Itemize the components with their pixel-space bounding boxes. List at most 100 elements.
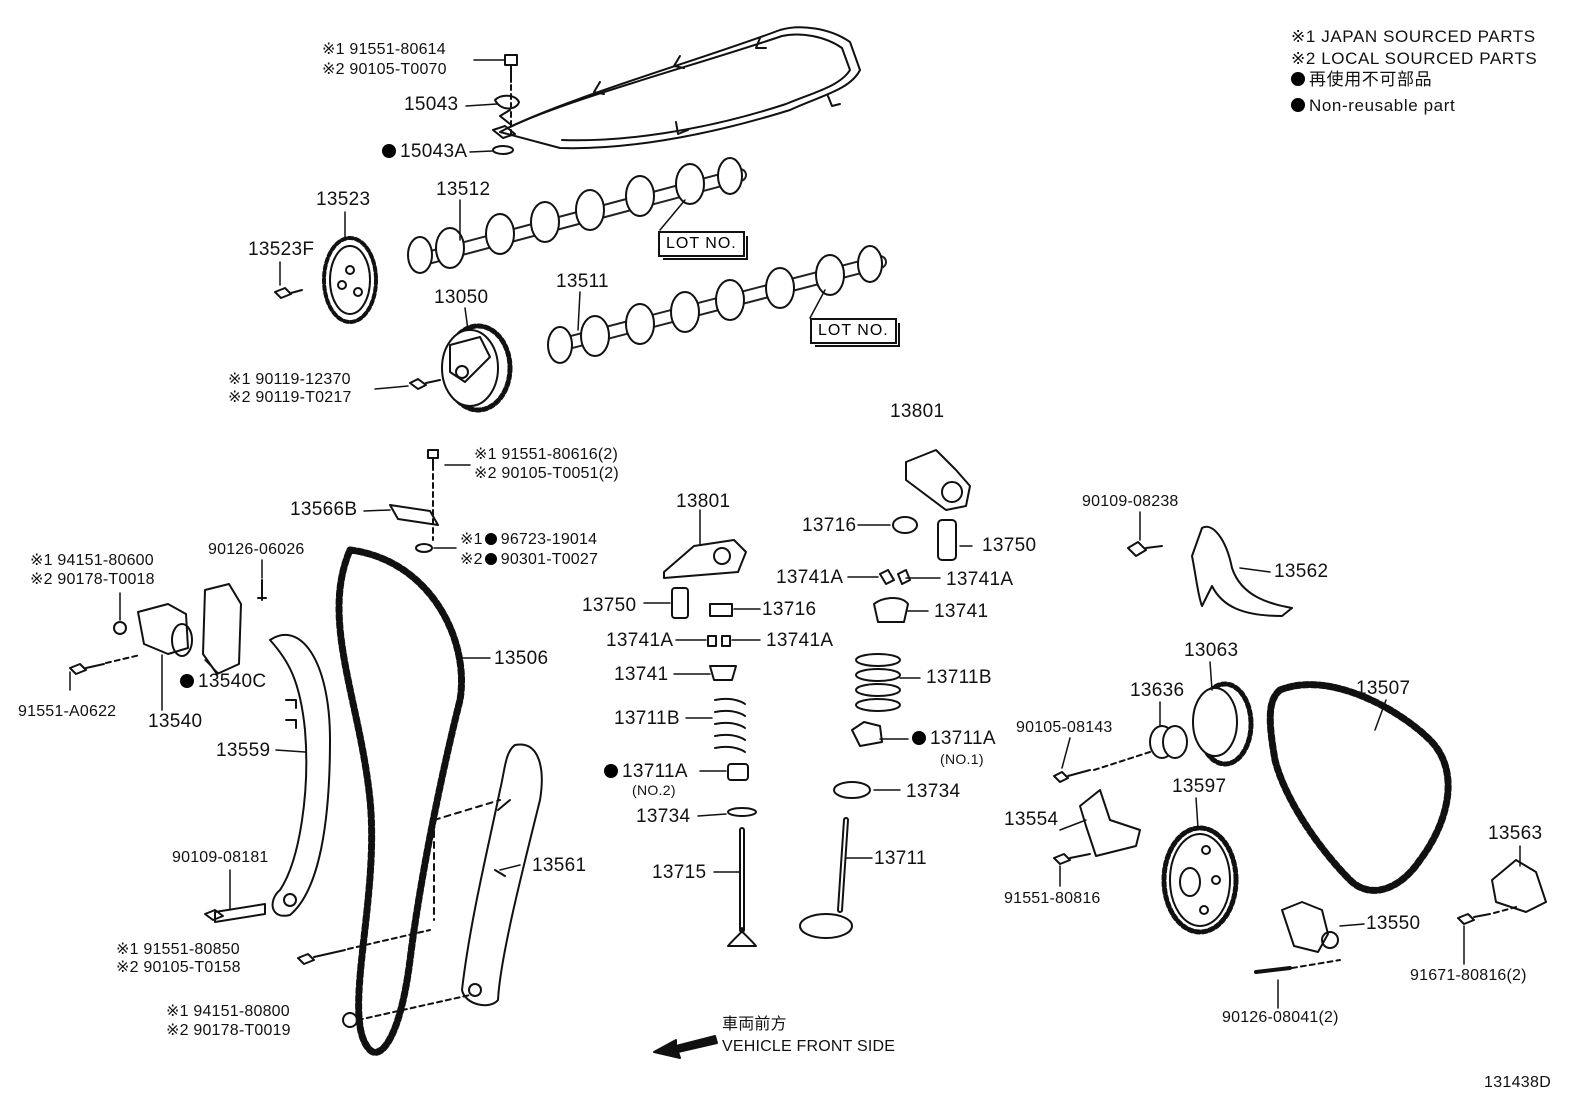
part-13801-left[interactable]: 13801 <box>676 491 731 512</box>
part-13801-right[interactable]: 13801 <box>890 401 945 422</box>
part-13566B[interactable]: 13566B <box>290 499 358 520</box>
part-90109-08181[interactable]: 90109-08181 <box>172 849 269 866</box>
damper-13566B-drawing <box>389 449 439 553</box>
part-96723-19014-label: 96723-19014 <box>500 531 598 548</box>
part-13750-right[interactable]: 13750 <box>982 535 1037 556</box>
part-13507[interactable]: 13507 <box>1356 678 1411 699</box>
part-90301-T0027-prefix: ※2 <box>460 551 483 568</box>
non-reusable-icon <box>912 731 926 745</box>
part-90105-T0070[interactable]: ※2 90105-T0070 <box>322 61 447 78</box>
part-13741-right[interactable]: 13741 <box>934 601 989 622</box>
part-91551-80850[interactable]: ※1 91551-80850 <box>116 941 240 958</box>
part-13523[interactable]: 13523 <box>316 189 371 210</box>
legend-non-reusable-en: Non-reusable part <box>1291 97 1455 114</box>
part-13523F[interactable]: 13523F <box>248 239 315 260</box>
part-13711[interactable]: 13711 <box>874 848 927 869</box>
non-reusable-icon <box>180 674 194 688</box>
camshaft-13511-drawing <box>547 245 887 364</box>
part-13711A-no2-note: (NO.2) <box>632 782 676 798</box>
part-91551-A0622[interactable]: 91551-A0622 <box>18 703 117 720</box>
part-13741A-4[interactable]: 13741A <box>766 630 834 651</box>
part-90178-T0018[interactable]: ※2 90178-T0018 <box>30 571 155 588</box>
part-13540[interactable]: 13540 <box>148 711 203 732</box>
part-13715[interactable]: 13715 <box>652 862 707 883</box>
part-91551-80614[interactable]: ※1 91551-80614 <box>322 41 446 58</box>
vehicle-front-en: VEHICLE FRONT SIDE <box>722 1038 896 1055</box>
part-13063[interactable]: 13063 <box>1184 640 1239 661</box>
part-90126-06026[interactable]: 90126-06026 <box>208 541 305 558</box>
part-13734-right[interactable]: 13734 <box>906 781 961 802</box>
bullet-icon <box>1291 98 1305 112</box>
part-90105-T0051[interactable]: ※2 90105-T0051(2) <box>474 465 619 482</box>
part-13711B-left[interactable]: 13711B <box>614 708 680 729</box>
part-13716-right[interactable]: 13716 <box>802 515 857 536</box>
sprocket-13597-drawing <box>1161 825 1239 935</box>
part-96723-19014[interactable]: ※1 96723-19014 <box>460 532 597 548</box>
part-15043[interactable]: 15043 <box>404 94 459 115</box>
part-94151-80800[interactable]: ※1 94151-80800 <box>166 1003 290 1020</box>
part-15043A-label: 15043A <box>400 141 468 162</box>
part-91671-80816[interactable]: 91671-80816(2) <box>1410 967 1527 984</box>
part-13711A-no1[interactable]: 13711A <box>912 729 996 748</box>
part-90119-T0217[interactable]: ※2 90119-T0217 <box>228 389 352 406</box>
oil-pump-chain-13507-drawing <box>1266 681 1452 894</box>
chain-guide-13561-drawing <box>433 743 543 1007</box>
idler-13636-drawing <box>1053 725 1188 783</box>
part-13554[interactable]: 13554 <box>1004 809 1059 830</box>
part-13711B-right[interactable]: 13711B <box>926 667 992 688</box>
valve-components-left-drawing <box>671 587 757 947</box>
figure-number: 131438D <box>1484 1074 1552 1091</box>
tensioner-13540-drawing <box>69 579 267 675</box>
part-13734-left[interactable]: 13734 <box>636 806 691 827</box>
part-13636[interactable]: 13636 <box>1130 680 1185 701</box>
part-96723-19014-prefix: ※1 <box>460 531 483 548</box>
part-13711A-no1-note: (NO.1) <box>940 751 984 767</box>
part-90105-T0158[interactable]: ※2 90105-T0158 <box>116 959 241 976</box>
part-91551-80616[interactable]: ※1 91551-80616(2) <box>474 446 619 463</box>
lot-no-box-upper: LOT NO. <box>658 231 748 260</box>
part-13511[interactable]: 13511 <box>556 271 609 292</box>
bullet-icon <box>1291 72 1305 86</box>
camshaft-13512-drawing <box>407 157 747 274</box>
part-13716-left[interactable]: 13716 <box>762 599 817 620</box>
part-13711A-no2-label: 13711A <box>622 761 688 782</box>
part-13711A-no2[interactable]: 13711A <box>604 762 688 781</box>
part-13562[interactable]: 13562 <box>1274 561 1329 582</box>
part-91551-80816[interactable]: 91551-80816 <box>1004 890 1101 907</box>
part-13540C[interactable]: 13540C <box>180 672 266 691</box>
part-13741A-2[interactable]: 13741A <box>946 569 1014 590</box>
part-13750-left[interactable]: 13750 <box>582 595 637 616</box>
part-13050[interactable]: 13050 <box>434 287 489 308</box>
part-90119-12370[interactable]: ※1 90119-12370 <box>228 371 351 388</box>
damper-13554-drawing <box>1053 789 1141 865</box>
part-13741A-3[interactable]: 13741A <box>606 630 674 651</box>
legend-non-reusable-en-text: Non-reusable part <box>1309 96 1456 115</box>
part-13741A-1[interactable]: 13741A <box>776 567 844 588</box>
part-90105-08143[interactable]: 90105-08143 <box>1016 719 1113 736</box>
part-90109-08238[interactable]: 90109-08238 <box>1082 493 1179 510</box>
part-13741-left[interactable]: 13741 <box>614 664 669 685</box>
part-90126-08041[interactable]: 90126-08041(2) <box>1222 1009 1339 1026</box>
guide-bolts-drawing <box>204 903 471 1028</box>
part-90178-T0019[interactable]: ※2 90178-T0019 <box>166 1022 291 1039</box>
non-reusable-icon <box>382 144 396 158</box>
part-15043A[interactable]: 15043A <box>382 142 467 161</box>
head-cover-gasket <box>499 26 861 150</box>
part-13711A-no1-label: 13711A <box>930 728 996 749</box>
part-13512[interactable]: 13512 <box>436 179 491 200</box>
legend-non-reusable-jp: 再使用不可部品 <box>1291 72 1432 89</box>
vehicle-front-jp: 車両前方 <box>722 1014 787 1033</box>
valve-components-right-drawing <box>799 516 957 939</box>
part-13563[interactable]: 13563 <box>1488 823 1543 844</box>
rocker-arm-right-drawing <box>905 449 971 511</box>
part-13550[interactable]: 13550 <box>1366 913 1421 934</box>
part-13506[interactable]: 13506 <box>494 648 549 669</box>
plate-13563-drawing <box>1457 859 1547 925</box>
part-94151-80600[interactable]: ※1 94151-80600 <box>30 552 154 569</box>
part-13597[interactable]: 13597 <box>1172 776 1227 797</box>
timing-chain-13506-drawing <box>335 546 465 1056</box>
part-13559[interactable]: 13559 <box>216 740 271 761</box>
part-13561[interactable]: 13561 <box>532 855 587 876</box>
rocker-arm-left-drawing <box>663 539 747 579</box>
